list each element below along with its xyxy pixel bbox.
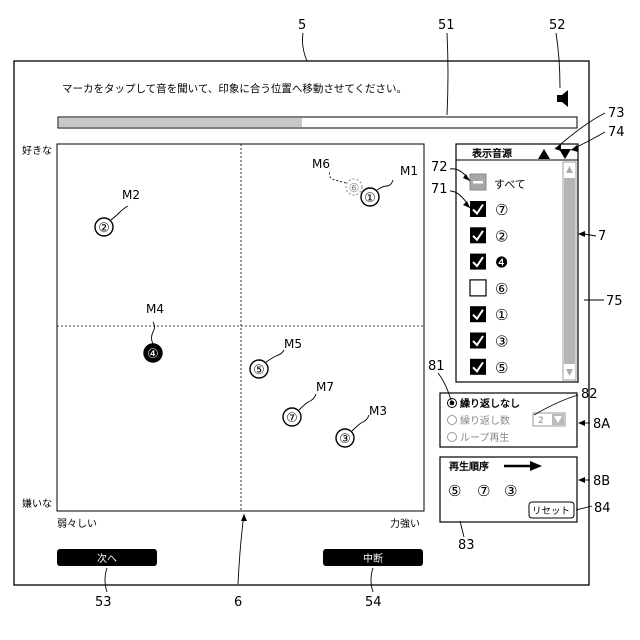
- marker-m3-label: M3: [369, 404, 387, 418]
- repeat-option-count-label: 繰り返し数: [460, 414, 510, 427]
- marker-m5-label: M5: [284, 337, 302, 351]
- ref-75: 75: [606, 294, 623, 309]
- marker-m1-label: M1: [400, 164, 418, 178]
- ref-54: 54: [365, 595, 382, 610]
- scrollbar-thumb[interactable]: [564, 178, 575, 364]
- reset-button[interactable]: リセット: [529, 502, 574, 518]
- next-button[interactable]: 次へ: [57, 549, 157, 566]
- marker-m7-symbol: ⑦: [286, 411, 298, 426]
- progress-fill: [59, 118, 302, 127]
- next-button-label: 次へ: [97, 552, 117, 565]
- ref-7: 7: [598, 229, 606, 244]
- marker-m4-label: M4: [146, 302, 164, 316]
- x-axis-right-label: 力強い: [390, 517, 420, 530]
- marker-m5-symbol: ⑤: [253, 363, 265, 378]
- ref-84: 84: [594, 501, 611, 516]
- order-item-3: ③: [504, 482, 517, 500]
- y-axis-bottom-label: 嫌いな: [22, 497, 52, 510]
- ref-81: 81: [428, 359, 445, 374]
- stop-button-label: 中断: [363, 552, 383, 565]
- source-item-checkbox[interactable]: [470, 333, 486, 349]
- repeat-option-none-label: 繰り返しなし: [460, 397, 520, 410]
- progress-bar: [58, 117, 577, 128]
- source-item-symbol: ②: [495, 227, 508, 245]
- repeat-option-loop-label: ループ再生: [460, 431, 509, 444]
- source-item-symbol: ⑦: [495, 201, 508, 219]
- repeat-count-value: 2: [538, 416, 544, 426]
- marker-m6-label: M6: [312, 157, 330, 171]
- source-item-symbol: ⑥: [495, 280, 508, 298]
- ref-8B: 8B: [593, 474, 610, 489]
- marker-m2-label: M2: [122, 188, 140, 202]
- source-scrollbar[interactable]: [563, 162, 576, 380]
- ref-83: 83: [458, 538, 475, 553]
- source-item-checkbox[interactable]: [470, 254, 486, 270]
- ref-6: 6: [234, 595, 242, 610]
- order-item-2: ⑦: [477, 482, 490, 500]
- source-panel-title: 表示音源: [471, 147, 512, 160]
- ref-74: 74: [608, 125, 625, 140]
- source-item-symbol: ③: [495, 333, 508, 351]
- source-item-symbol: ⑤: [495, 359, 508, 377]
- ref-8A: 8A: [593, 417, 610, 432]
- source-item-checkbox[interactable]: [470, 227, 486, 243]
- x-axis-left-label: 弱々しい: [57, 518, 97, 530]
- marker-m3-symbol: ③: [339, 432, 351, 447]
- ref-53: 53: [95, 595, 112, 610]
- order-item-1: ⑤: [448, 482, 461, 500]
- ref-72: 72: [431, 160, 448, 175]
- all-checkbox-label: すべて: [494, 178, 526, 191]
- ref-82: 82: [581, 387, 598, 402]
- source-item-checkbox[interactable]: [470, 201, 486, 217]
- source-item-checkbox[interactable]: [470, 280, 486, 296]
- marker-m7-label: M7: [316, 380, 334, 394]
- source-item-symbol: ❹: [495, 254, 508, 272]
- order-panel-title: 再生順序: [449, 460, 489, 473]
- ref-73: 73: [608, 106, 625, 121]
- repeat-count-select[interactable]: 2: [533, 413, 565, 426]
- source-item-checkbox[interactable]: [470, 359, 486, 375]
- marker-m4-symbol: ④: [147, 347, 159, 362]
- all-checkbox-dash: [473, 181, 483, 184]
- stop-button[interactable]: 中断: [323, 549, 423, 566]
- source-item-checkbox[interactable]: [470, 306, 486, 322]
- marker-m1-symbol: ①: [364, 191, 376, 206]
- source-item-symbol: ①: [495, 306, 508, 324]
- marker-m6-symbol: ⑥: [349, 181, 360, 195]
- instruction-text: マーカをタップして音を聞いて、印象に合う位置へ移動させてください。: [62, 82, 407, 95]
- ref-5: 5: [298, 18, 306, 33]
- speaker-icon[interactable]: [557, 90, 568, 107]
- marker-m2-symbol: ②: [98, 221, 110, 236]
- ref-52: 52: [549, 18, 566, 33]
- y-axis-top-label: 好きな: [22, 145, 52, 157]
- ref-71: 71: [431, 182, 448, 197]
- ref-51: 51: [438, 18, 455, 33]
- reset-button-label: リセット: [532, 506, 570, 517]
